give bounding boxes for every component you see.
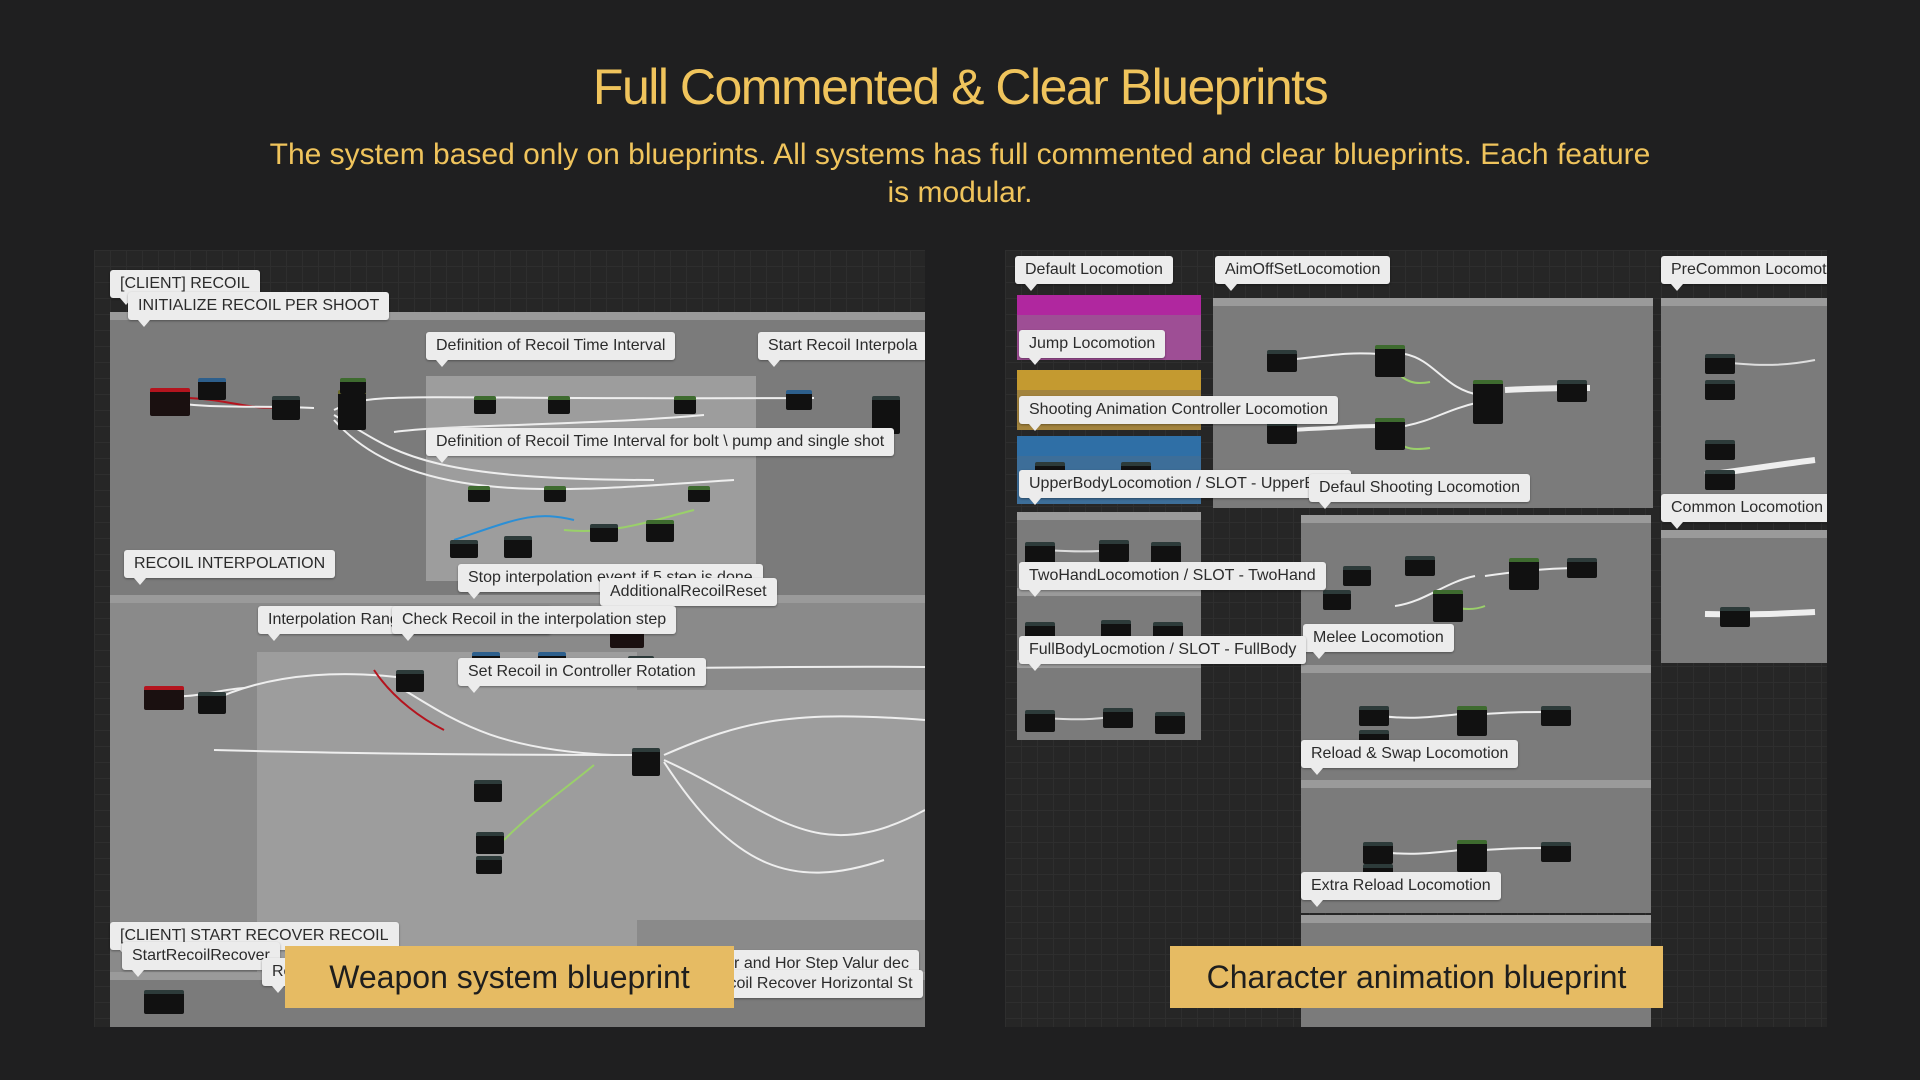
- anim-node-shootloc-4[interactable]: [1433, 590, 1463, 622]
- comment-upperbody-locomotion: UpperBodyLocomotion / SLOT - UpperBody: [1019, 470, 1351, 505]
- anim-node-reload-3[interactable]: [1457, 840, 1487, 872]
- anim-node-pre-2[interactable]: [1705, 380, 1735, 400]
- node-timer[interactable]: [786, 390, 812, 410]
- comment-set-rotation: Set Recoil in Controller Rotation: [458, 658, 706, 693]
- node-math-2[interactable]: [548, 396, 570, 414]
- anim-node-shootloc-3[interactable]: [1405, 556, 1435, 576]
- node-bolt-5[interactable]: [688, 486, 710, 502]
- anim-node-aim-1[interactable]: [1267, 350, 1297, 372]
- event-node-shoot[interactable]: [150, 388, 190, 416]
- comment-recover-horizontal: Recoil Recover Horizontal St: [698, 970, 923, 1005]
- node-interp-1[interactable]: [198, 692, 226, 714]
- anim-node-pre-1[interactable]: [1705, 354, 1735, 374]
- animation-blueprint-caption: Character animation blueprint: [1170, 946, 1663, 1008]
- anim-node-aim-out[interactable]: [1557, 380, 1587, 402]
- anim-node-reload-4[interactable]: [1541, 842, 1571, 862]
- comment-shooting-controller-locomotion: Shooting Animation Controller Locomotion: [1019, 396, 1338, 431]
- comment-box-set-rotation: [460, 690, 925, 920]
- comment-init-recoil: INITIALIZE RECOIL PER SHOOT: [128, 292, 390, 327]
- anim-node-shootloc-1[interactable]: [1323, 590, 1351, 610]
- anim-node-reload-1[interactable]: [1363, 842, 1393, 864]
- node-branch[interactable]: [632, 748, 660, 776]
- comment-aimoffset-locomotion: AimOffSetLocomotion: [1215, 256, 1391, 291]
- node-math-3[interactable]: [674, 396, 696, 414]
- anim-node-shootloc-5[interactable]: [1509, 558, 1539, 590]
- anim-node-melee-3[interactable]: [1457, 706, 1487, 736]
- band-upperbody: [1017, 436, 1201, 456]
- anim-node-shootloc-6[interactable]: [1567, 558, 1597, 578]
- comment-box-common: [1661, 530, 1827, 663]
- anim-node-twohand-2[interactable]: [1099, 540, 1129, 562]
- node-bolt-3[interactable]: [468, 486, 490, 502]
- comment-def-bolt: Definition of Recoil Time Interval for b…: [426, 428, 895, 463]
- anim-node-twohand-1[interactable]: [1025, 542, 1055, 564]
- node-interp-2[interactable]: [396, 670, 424, 692]
- comment-start-recover-fn: StartRecoilRecover: [122, 942, 280, 977]
- anim-node-common-1[interactable]: [1720, 607, 1750, 627]
- node-get-recoil[interactable]: [198, 378, 226, 400]
- anim-node-melee-4[interactable]: [1541, 706, 1571, 726]
- comment-fullbody-locomotion: FullBodyLocmotion / SLOT - FullBody: [1019, 636, 1307, 671]
- anim-node-aim-3[interactable]: [1267, 422, 1297, 444]
- node-sequence[interactable]: [338, 390, 366, 430]
- comment-box-precommon: [1661, 298, 1827, 516]
- page-title: Full Commented & Clear Blueprints: [592, 59, 1329, 115]
- anim-node-full-2[interactable]: [1101, 620, 1131, 640]
- page-subtitle: The system based only on blueprints. All…: [269, 138, 1651, 209]
- node-math-1[interactable]: [474, 396, 496, 414]
- comment-recoil-interp: RECOIL INTERPOLATION: [124, 550, 336, 585]
- anim-node-melee-1[interactable]: [1359, 706, 1389, 726]
- comment-precommon-locomotion: PreCommon Locomotio: [1661, 256, 1827, 291]
- anim-node-twohand-3[interactable]: [1151, 542, 1181, 564]
- anim-node-aim-2[interactable]: [1375, 345, 1405, 377]
- node-set-recoil[interactable]: [272, 396, 300, 420]
- comment-common-locomotion: Common Locomotion: [1661, 494, 1827, 529]
- anim-node-full-5[interactable]: [1103, 708, 1133, 728]
- comment-melee-locomotion: Melee Locomotion: [1303, 624, 1454, 659]
- node-check-2[interactable]: [476, 832, 504, 854]
- comment-reload-swap-locomotion: Reload & Swap Locomotion: [1301, 740, 1519, 775]
- comment-jump-locomotion: Jump Locomotion: [1019, 330, 1166, 365]
- comment-extra-reload-locomotion: Extra Reload Locomotion: [1301, 872, 1501, 907]
- anim-node-shootloc-2[interactable]: [1343, 566, 1371, 586]
- node-bolt-8[interactable]: [590, 524, 618, 542]
- node-bolt-4[interactable]: [544, 486, 566, 502]
- event-node-interp[interactable]: [144, 686, 184, 710]
- weapon-blueprint-panel: [CLIENT] RECOIL INITIALIZE RECOIL PER SH…: [94, 250, 925, 1027]
- node-interp[interactable]: [872, 396, 900, 434]
- anim-node-aim-blend[interactable]: [1473, 380, 1503, 424]
- event-node-recover[interactable]: [144, 990, 184, 1014]
- wire-layer: [153, 396, 925, 874]
- anim-node-full-6[interactable]: [1155, 712, 1185, 734]
- comment-defaul-shooting-locomotion: Defaul Shooting Locomotion: [1309, 474, 1531, 509]
- node-bolt-6[interactable]: [450, 540, 478, 558]
- weapon-blueprint-caption: Weapon system blueprint: [285, 946, 734, 1008]
- animation-blueprint-panel: Default Locomotion AimOffSetLocomotion P…: [1005, 250, 1827, 1027]
- node-check-1[interactable]: [474, 780, 502, 802]
- anim-node-full-4[interactable]: [1025, 710, 1055, 732]
- comment-check-range: Check Recoil in the interpolation step: [392, 606, 677, 641]
- comment-def-time: Definition of Recoil Time Interval: [426, 332, 676, 367]
- node-check-3[interactable]: [476, 856, 502, 874]
- band-default: [1017, 295, 1201, 315]
- node-var[interactable]: [340, 378, 366, 394]
- comment-start-interp: Start Recoil Interpola: [758, 332, 925, 367]
- node-bolt-9[interactable]: [646, 520, 674, 542]
- anim-node-pre-3[interactable]: [1705, 440, 1735, 460]
- anim-node-pre-4[interactable]: [1705, 470, 1735, 490]
- comment-additional-reset: AdditionalRecoilReset: [600, 578, 777, 613]
- band-shooting: [1017, 370, 1201, 390]
- node-bolt-7[interactable]: [504, 536, 532, 558]
- comment-twohand-locomotion: TwoHandLocomotion / SLOT - TwoHand: [1019, 562, 1326, 597]
- anim-node-aim-4[interactable]: [1375, 418, 1405, 450]
- comment-default-locomotion: Default Locomotion: [1015, 256, 1173, 291]
